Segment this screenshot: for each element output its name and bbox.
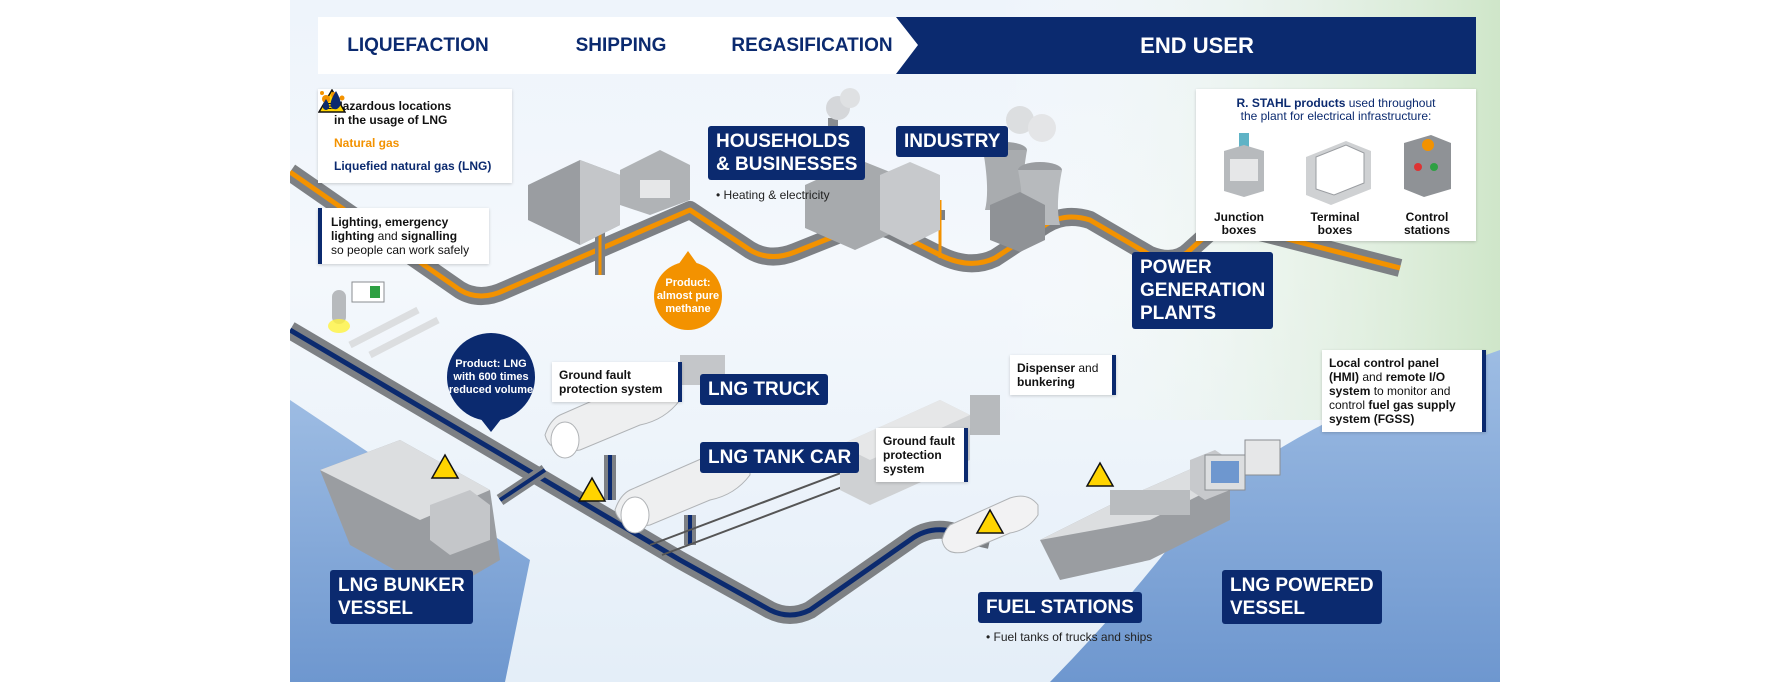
- terminal-box-icon: [1306, 141, 1371, 205]
- process-stages-bar: [318, 17, 1476, 74]
- label-industry: INDUSTRY: [896, 126, 1009, 157]
- lng-droplets-icon: [322, 91, 341, 110]
- bubble-methane-pointer: [678, 251, 698, 265]
- product-illustrations: [1224, 133, 1451, 205]
- label-lng-truck: LNG TRUCK: [700, 374, 828, 405]
- households-bullet: • Heating & electricity: [716, 188, 830, 202]
- lighting-fixtures: [328, 281, 440, 359]
- stage-shipping: SHIPPING: [575, 34, 667, 56]
- label-fuel-stations: FUEL STATIONS: [978, 592, 1142, 623]
- lighting-callout: Lighting, emergency lighting and signall…: [318, 208, 489, 264]
- callout-control-panel: Local control panel (HMI) and remote I/O…: [1322, 350, 1486, 432]
- label-households-businesses: HOUSEHOLDS& BUSINESSES: [708, 126, 866, 180]
- legend-natural-gas-label: Natural gas: [334, 136, 400, 150]
- rstahl-products-box: R. STAHL products used throughout the pl…: [1196, 89, 1476, 241]
- stage-regasification: REGASIFICATION: [731, 34, 893, 56]
- label-lng-tank-car: LNG TANK CAR: [700, 442, 860, 473]
- legend-hazard: EX Hazardous locations in the usage of L…: [318, 89, 503, 127]
- stage-liquefaction: LIQUEFACTION: [347, 34, 489, 56]
- households-building: [528, 150, 690, 245]
- legend-box: EX Hazardous locations in the usage of L…: [318, 89, 512, 183]
- rstahl-brand: R. STAHL products: [1236, 96, 1346, 110]
- legend-lng: Liquefied natural gas (LNG): [322, 91, 503, 173]
- lng-value-chain-diagram: LIQUEFACTION SHIPPING REGASIFICATION END…: [290, 0, 1500, 682]
- water-right: [1050, 350, 1500, 682]
- legend-hazard-line2: in the usage of LNG: [334, 113, 448, 127]
- fuel-stations-bullet: • Fuel tanks of trucks and ships: [986, 630, 1153, 644]
- legend-natural-gas: Natural gas: [320, 91, 503, 150]
- legend-lng-label: Liquefied natural gas (LNG): [334, 159, 492, 173]
- junction-box-icon: [1224, 133, 1264, 197]
- stage-end-user: END USER: [1140, 32, 1254, 58]
- bubble-lng-pointer: [480, 418, 502, 432]
- hazard-triangles: [430, 453, 1115, 534]
- legend-hazard-line1: Hazardous locations: [334, 99, 452, 113]
- control-station-icon: [1404, 135, 1451, 197]
- control-panel-monitors: [1204, 439, 1281, 491]
